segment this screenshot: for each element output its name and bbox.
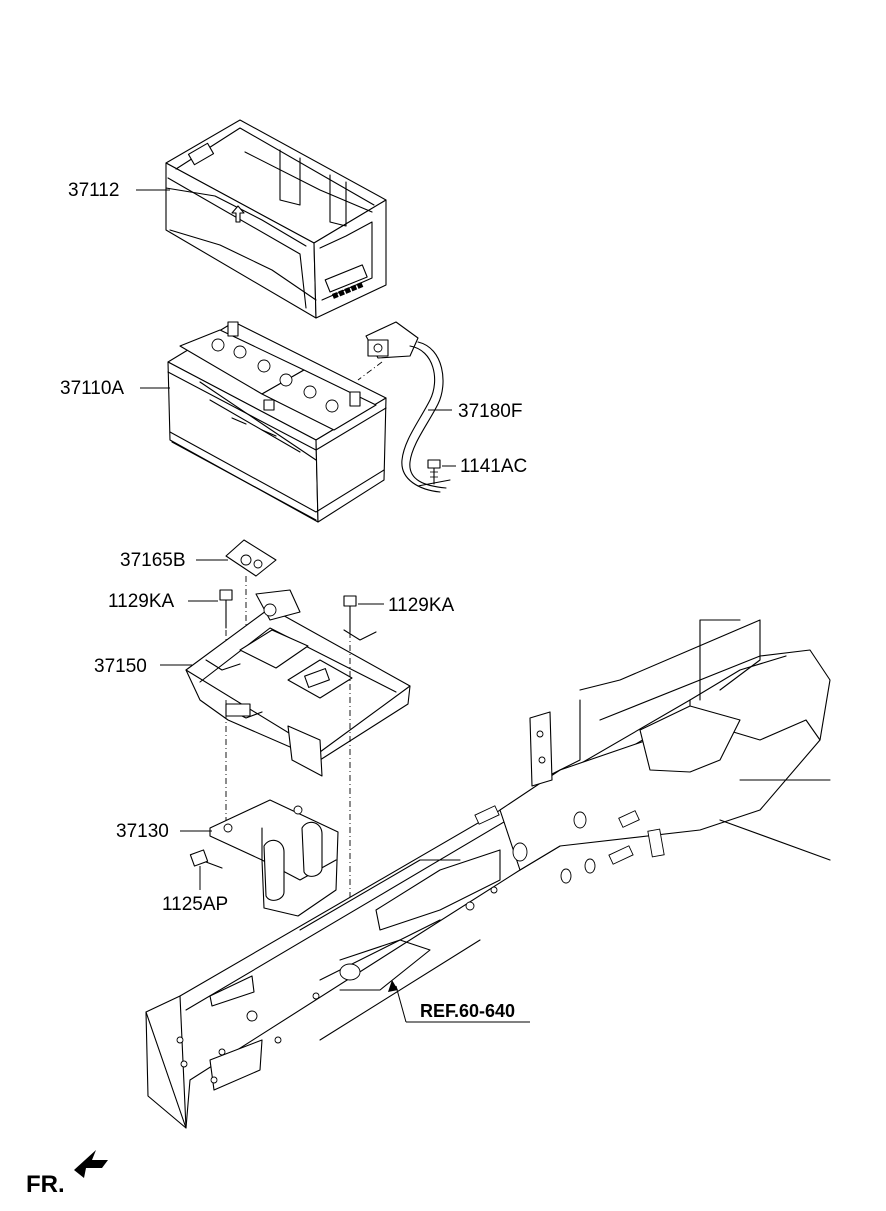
label-1141ac: 1141AC	[460, 456, 528, 477]
front-direction-arrow	[74, 1150, 108, 1178]
ref-label: REF.60-640	[420, 1001, 516, 1021]
bolt-1125ap	[189, 849, 223, 869]
label-1125ap: 1125AP	[162, 894, 229, 915]
bolt-1141ac	[427, 459, 441, 485]
label-37165b: 37165B	[120, 550, 186, 571]
label-1129ka-left: 1129KA	[108, 591, 175, 612]
battery-clamp	[225, 539, 277, 700]
front-label: FR.	[26, 1171, 65, 1198]
body-side-member	[145, 619, 831, 1129]
label-leaders	[136, 189, 456, 890]
tray-bracket	[209, 799, 339, 917]
battery	[167, 321, 387, 523]
label-37130: 37130	[116, 821, 169, 842]
label-37150: 37150	[94, 656, 147, 677]
bolt-1129ka-right	[343, 595, 357, 633]
label-37110a: 37110A	[60, 378, 125, 399]
battery-tray	[185, 589, 411, 910]
battery-insulation-pad: ◼◼◼◼◼	[165, 119, 387, 319]
label-37180f: 37180F	[458, 401, 523, 422]
label-1129ka-right: 1129KA	[388, 595, 455, 616]
label-37112: 37112	[68, 180, 120, 201]
